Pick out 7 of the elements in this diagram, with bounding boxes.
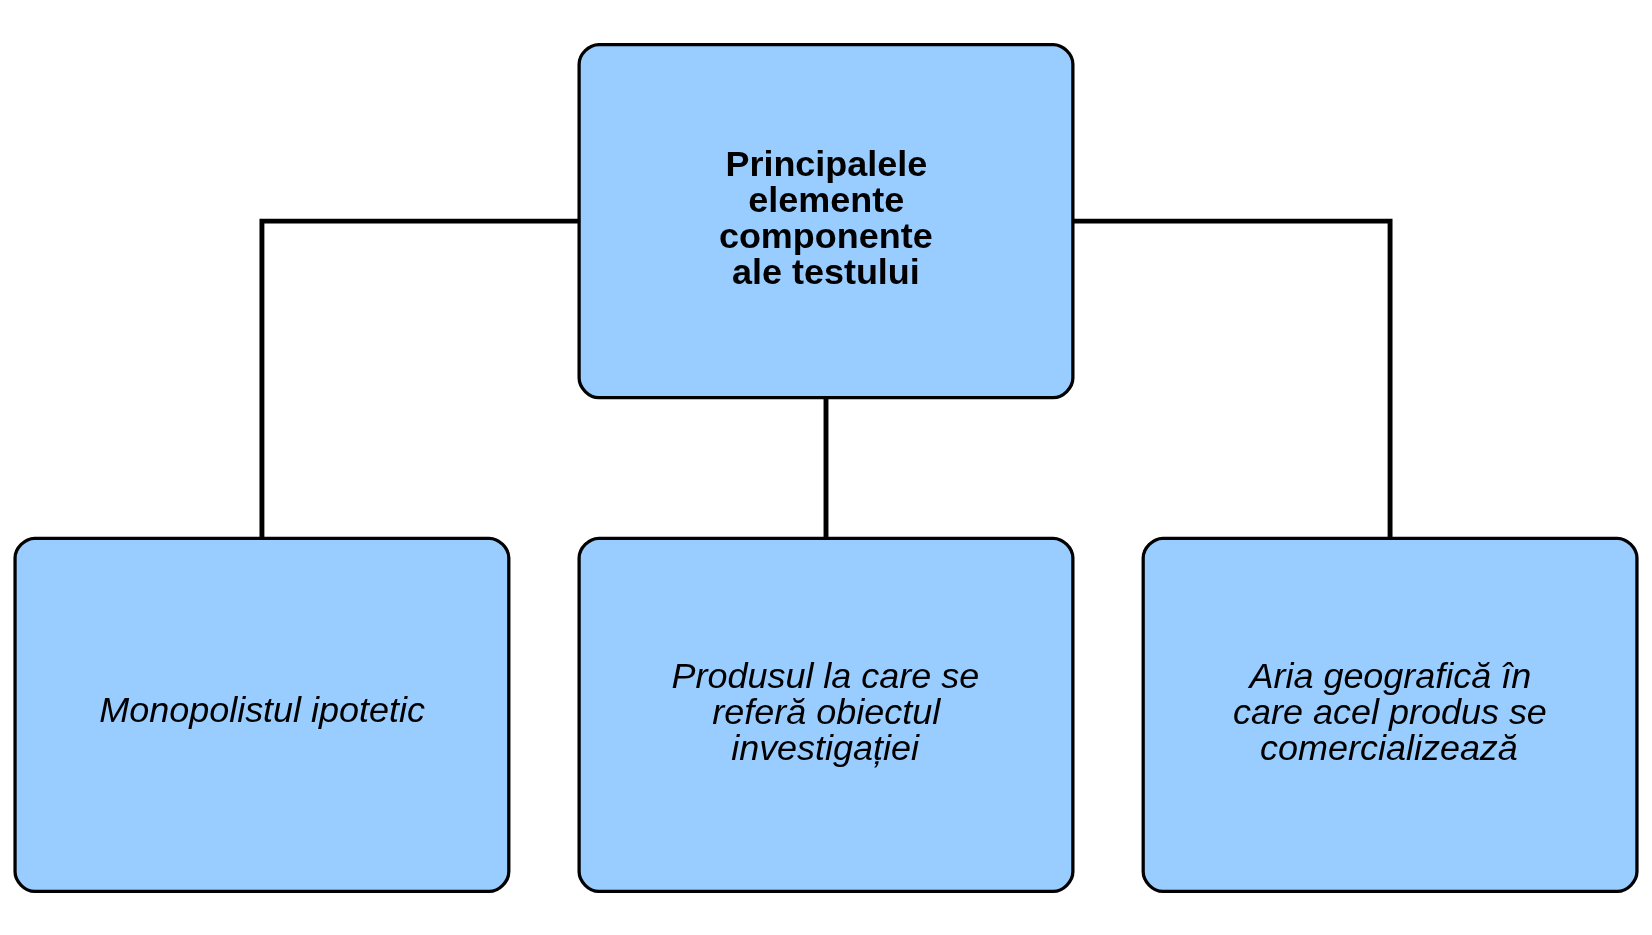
connector <box>1073 218 1393 538</box>
node-box: Monopolistul ipotetic <box>13 536 511 893</box>
connector <box>823 397 829 538</box>
node-box: Aria geografică în care acel produs se comercializează <box>1141 536 1639 893</box>
connector <box>259 218 579 538</box>
node-box: Produsul la care se referă obiectul investigației <box>577 536 1075 893</box>
node-box: Principalele elemente componente ale testului <box>577 42 1075 399</box>
